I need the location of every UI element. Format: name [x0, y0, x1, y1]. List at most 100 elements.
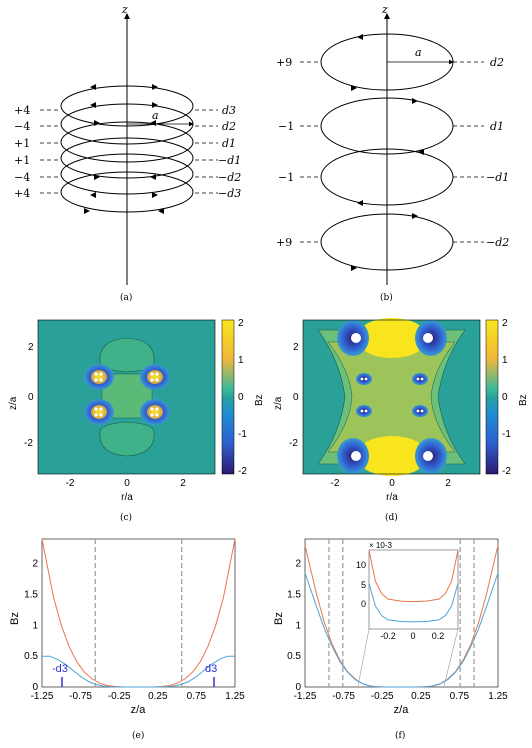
yticks-f: 0 0.5 1 1.5 2 — [287, 559, 301, 693]
cbar-tick-d-2: 1 — [502, 355, 508, 366]
yticks-e: 0 0.5 1 1.5 2 — [24, 559, 38, 693]
dashes-a — [40, 109, 218, 194]
inset-xticks-f: -0.2 0 0.2 — [380, 631, 444, 641]
ytick-e-3: 1 — [32, 620, 38, 631]
inset-series-line-f-1 — [368, 549, 459, 603]
cbar-tick-d-3: 0 — [502, 392, 508, 403]
xtick-d-2: 0 — [389, 478, 395, 489]
ring-a-3 — [60, 121, 194, 163]
vlines-e — [94, 539, 183, 687]
radius-label-a: a — [152, 109, 159, 122]
charges-b: +9 −1 −1 +9 — [276, 56, 294, 249]
annotation-e-pos-d3: d3 — [205, 663, 217, 675]
distance-b-2: d1 — [490, 120, 504, 133]
charge-b-2: −1 — [278, 120, 294, 133]
cbar-tick-c-5: -2 — [238, 466, 247, 477]
ytick-d-2: 0 — [293, 392, 299, 403]
colorbar-ticks-c: 2 1 0 -1 -2 — [238, 318, 247, 477]
xlabel-c: r/a — [121, 492, 133, 503]
charge-b-3: −1 — [278, 171, 294, 184]
xtick-e-4: 0.25 — [148, 691, 168, 702]
charge-a-1: +4 — [14, 104, 30, 117]
cbar-tick-d-1: 2 — [502, 318, 508, 329]
xtick-c-3: 2 — [180, 478, 186, 489]
colorbar-c — [221, 319, 235, 475]
charges-a: +4 −4 +1 +1 −4 +4 — [14, 104, 30, 200]
ytick-c-1: 2 — [28, 342, 34, 353]
xtick-f-2: -0.75 — [332, 691, 355, 702]
field-features-c — [84, 337, 170, 457]
ytick-e-4: 1.5 — [24, 590, 38, 601]
distance-b-1: d2 — [490, 56, 504, 69]
caption-d: (d) — [385, 512, 398, 523]
xtick-e-5: 0.75 — [187, 691, 207, 702]
inset-ytick-f-1: 10 — [356, 560, 366, 570]
xtick-e-6: 1.25 — [225, 691, 245, 702]
dashes-b — [300, 61, 484, 243]
charge-b-4: +9 — [276, 236, 292, 249]
inset-ytick-f-3: 0 — [361, 599, 366, 609]
xtick-c-1: -2 — [66, 478, 75, 489]
xtick-f-5: 0.75 — [450, 691, 470, 702]
colorbar-label-c: Bz — [254, 394, 265, 406]
caption-b: (b) — [380, 292, 393, 303]
inset-frame-f — [368, 549, 459, 630]
z-axis-label-a: z — [121, 3, 128, 16]
colorbar-ticks-d: 2 1 0 -1 -2 — [502, 318, 511, 477]
xlabel-e: z/a — [131, 704, 147, 716]
panel-c: 2 0 -2 -2 0 2 r/a z/a 2 1 0 -1 -2 Bz (c) — [8, 318, 265, 523]
panel-d: 2 0 -2 -2 0 2 r/a z/a 2 1 0 -1 -2 Bz (d) — [273, 318, 529, 523]
xtick-f-1: -1.25 — [294, 691, 317, 702]
caption-a: (a) — [120, 292, 132, 303]
plot-frame-e — [41, 538, 236, 688]
xticks-f: -1.25 -0.75 -0.25 0.25 0.75 1.25 — [294, 691, 509, 702]
ylabel-f: Bz — [273, 612, 285, 625]
inset-xtick-f-1: -0.2 — [380, 631, 396, 641]
ytick-d-3: -2 — [289, 438, 298, 449]
yticks-c: 2 0 -2 — [24, 342, 34, 449]
ytick-e-2: 0.5 — [24, 651, 38, 662]
inset-xtick-f-3: 0.2 — [432, 631, 445, 641]
distance-a-3: d1 — [222, 137, 236, 150]
ytick-d-1: 2 — [293, 342, 299, 353]
xlabel-d: r/a — [386, 492, 398, 503]
distances-b: d2 d1 −d1 −d2 — [486, 56, 509, 249]
xticks-e: -1.25 -0.75 -0.25 0.25 0.75 1.25 — [31, 691, 246, 702]
inset-multiplier-f: × 10-3 — [369, 541, 392, 550]
caption-c: (c) — [120, 512, 132, 523]
xtick-f-6: 1.25 — [488, 691, 508, 702]
charge-a-4: +1 — [14, 154, 30, 167]
cbar-tick-c-4: -1 — [238, 429, 247, 440]
ytick-f-1: 0 — [295, 682, 301, 693]
distance-a-1: d3 — [222, 104, 236, 117]
series-e — [41, 538, 236, 688]
radius-label-b: a — [415, 46, 422, 59]
xtick-e-2: -0.75 — [69, 691, 92, 702]
ytick-f-4: 1.5 — [287, 590, 301, 601]
ylabel-c: z/a — [8, 396, 19, 410]
xtick-d-1: -2 — [331, 478, 340, 489]
inset-xtick-f-2: 0 — [410, 631, 415, 641]
distances-a: d3 d2 d1 −d1 −d2 −d3 — [218, 104, 241, 200]
distance-b-4: −d2 — [486, 236, 509, 249]
xticks-d: -2 0 2 — [331, 478, 452, 489]
ytick-c-2: 0 — [28, 392, 34, 403]
xlabel-f: z/a — [394, 704, 410, 716]
ytick-f-5: 2 — [295, 559, 301, 570]
xtick-f-4: 0.25 — [411, 691, 431, 702]
panel-f: × 10-3 10 5 0 -0.2 0 0.2 0 0.5 1 1.5 2 -… — [273, 538, 509, 741]
ring-a-6 — [60, 171, 194, 213]
panel-a: z a +4 −4 — [14, 3, 241, 303]
distance-a-2: d2 — [222, 120, 236, 133]
ylabel-d: z/a — [273, 396, 284, 410]
xtick-d-3: 2 — [445, 478, 451, 489]
field-features-d — [317, 318, 466, 476]
inset-series-line-f-2 — [368, 583, 459, 623]
distance-a-6: −d3 — [218, 187, 241, 200]
vlines-f — [328, 539, 475, 687]
cbar-tick-c-1: 2 — [238, 318, 244, 329]
yticks-d: 2 0 -2 — [289, 342, 299, 449]
inset-connectors-f — [357, 628, 459, 687]
z-axis-label-b: z — [381, 3, 388, 16]
